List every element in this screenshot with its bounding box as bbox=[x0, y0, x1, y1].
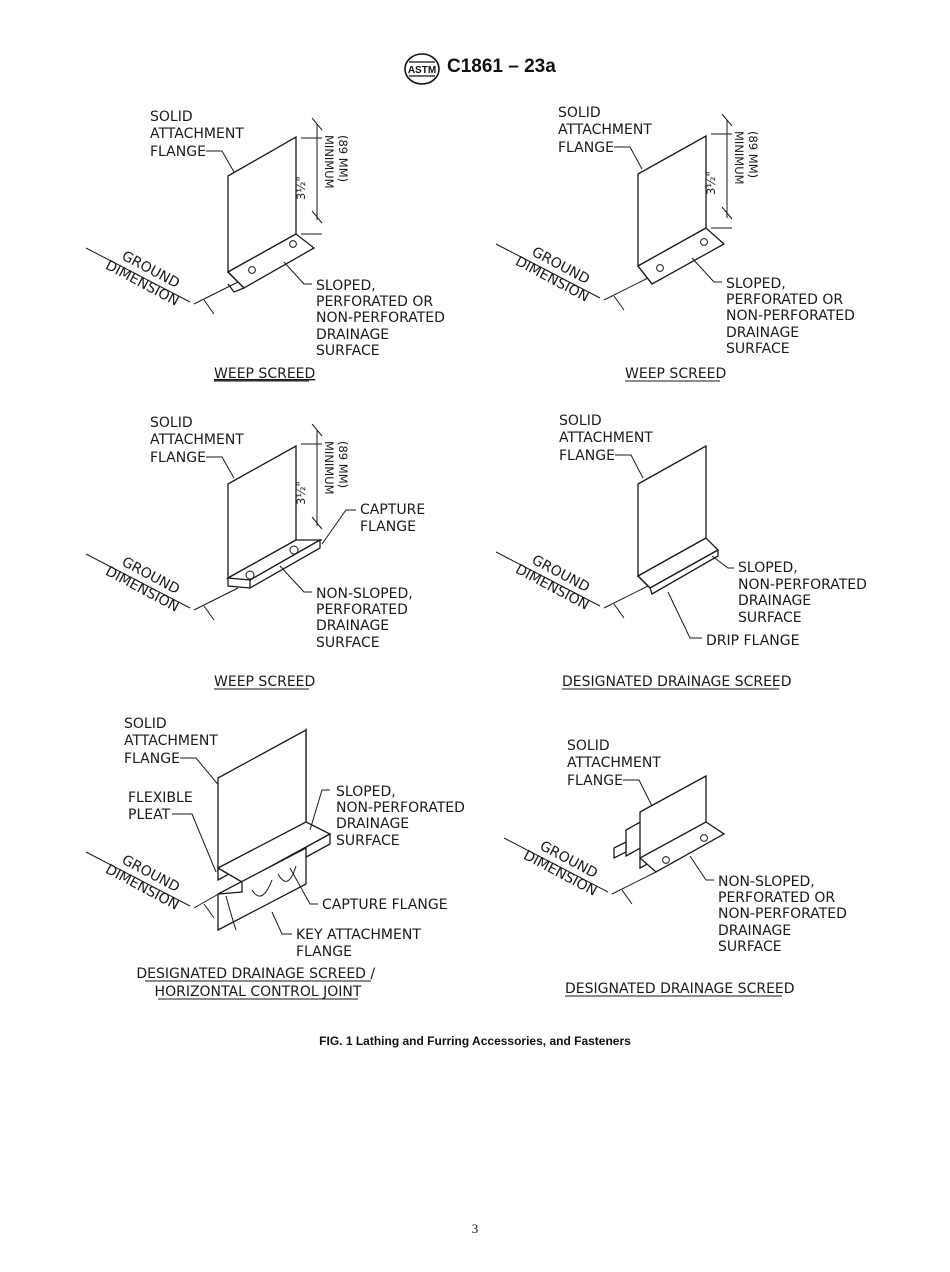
capture-flange-label: CAPTURE FLANGE bbox=[322, 897, 448, 913]
ground-dimension-label: GROUND DIMENSION bbox=[103, 852, 183, 914]
page-number: 3 bbox=[471, 1221, 479, 1236]
svg-text:MINIMUM: MINIMUM bbox=[322, 135, 336, 189]
panel-caption: WEEP SCREED bbox=[214, 674, 315, 690]
flange-label: SOLID ATTACHMENT FLANGE bbox=[150, 109, 248, 160]
dimension-value: 3½" bbox=[704, 171, 718, 195]
panel-caption: WEEP SCREED bbox=[625, 366, 726, 382]
dimension-value: 3½" bbox=[294, 481, 308, 505]
figure-caption: FIG. 1 Lathing and Furring Accessories, … bbox=[319, 1034, 631, 1048]
ground-dimension-label: GROUND DIMENSION bbox=[103, 248, 183, 310]
capture-flange-label: CAPTURE FLANGE bbox=[360, 502, 430, 535]
panel-designated-drainage-screed-2: SOLID ATTACHMENT FLANGE GROUND DIMENSION… bbox=[503, 738, 851, 997]
panel-caption: DESIGNATED DRAINAGE SCREED bbox=[565, 981, 795, 997]
surface-label: SLOPED, PERFORATED OR NON-PERFORATED DRA… bbox=[726, 276, 859, 357]
flexible-pleat-label: FLEXIBLE PLEAT bbox=[128, 790, 197, 823]
astm-logo: ASTM bbox=[404, 53, 440, 85]
panel-designated-drainage-screed-1: SOLID ATTACHMENT FLANGE GROUND DIMENSION… bbox=[495, 413, 871, 690]
svg-text:(89 MM): (89 MM) bbox=[746, 131, 760, 178]
svg-text:MINIMUM: MINIMUM bbox=[322, 441, 336, 495]
surface-label: SLOPED, NON-PERFORATED DRAINAGE SURFACE bbox=[336, 784, 469, 849]
svg-text:(89 MM): (89 MM) bbox=[336, 441, 350, 488]
flange-label: SOLID ATTACHMENT FLANGE bbox=[559, 413, 657, 464]
page-header: ASTM C1861 – 23a bbox=[0, 50, 950, 86]
flange-label: SOLID ATTACHMENT FLANGE bbox=[567, 738, 665, 789]
surface-label: NON-SLOPED, PERFORATED OR NON-PERFORATED… bbox=[718, 874, 851, 955]
panel-caption: DESIGNATED DRAINAGE SCREED bbox=[562, 674, 792, 690]
standard-number: C1861 – 23a bbox=[447, 56, 556, 77]
dimension-note: MINIMUM (89 MM) bbox=[322, 441, 350, 495]
flange-label: SOLID ATTACHMENT FLANGE bbox=[124, 716, 222, 767]
ground-dimension-label: GROUND DIMENSION bbox=[513, 552, 593, 614]
flange-label: SOLID ATTACHMENT FLANGE bbox=[558, 105, 656, 156]
logo-text: ASTM bbox=[408, 65, 436, 76]
panel-caption: DESIGNATED DRAINAGE SCREED / HORIZONTAL … bbox=[136, 966, 379, 1000]
figure-1: SOLID ATTACHMENT FLANGE 3½" MINIMUM (89 … bbox=[85, 105, 871, 1000]
panel-weep-screed-1: SOLID ATTACHMENT FLANGE 3½" MINIMUM (89 … bbox=[85, 109, 449, 382]
ground-dimension-label: GROUND DIMENSION bbox=[513, 244, 593, 306]
dimension-value: 3½" bbox=[294, 176, 308, 200]
dimension-note: MINIMUM (89 MM) bbox=[322, 135, 350, 189]
surface-label: NON-SLOPED, PERFORATED DRAINAGE SURFACE bbox=[316, 586, 417, 651]
panel-weep-screed-3: SOLID ATTACHMENT FLANGE 3½" MINIMUM (89 … bbox=[85, 415, 430, 690]
ground-dimension-label: GROUND DIMENSION bbox=[103, 554, 183, 616]
panel-caption: WEEP SCREED bbox=[214, 366, 315, 382]
ground-dimension-label: GROUND DIMENSION bbox=[521, 838, 601, 900]
dimension-note: MINIMUM (89 MM) bbox=[732, 131, 760, 185]
svg-text:MINIMUM: MINIMUM bbox=[732, 131, 746, 185]
panel-weep-screed-2: SOLID ATTACHMENT FLANGE 3½" MINIMUM (89 … bbox=[495, 105, 859, 382]
surface-label: SLOPED, PERFORATED OR NON-PERFORATED DRA… bbox=[316, 278, 449, 359]
panel-control-joint: SOLID ATTACHMENT FLANGE FLEXIBLE PLEAT S… bbox=[85, 716, 469, 1000]
svg-text:(89 MM): (89 MM) bbox=[336, 135, 350, 182]
surface-label: SLOPED, NON-PERFORATED DRAINAGE SURFACE bbox=[738, 560, 871, 626]
drip-flange-label: DRIP FLANGE bbox=[706, 633, 799, 649]
flange-label: SOLID ATTACHMENT FLANGE bbox=[150, 415, 248, 466]
key-attachment-flange-label: KEY ATTACHMENT FLANGE bbox=[296, 927, 425, 960]
